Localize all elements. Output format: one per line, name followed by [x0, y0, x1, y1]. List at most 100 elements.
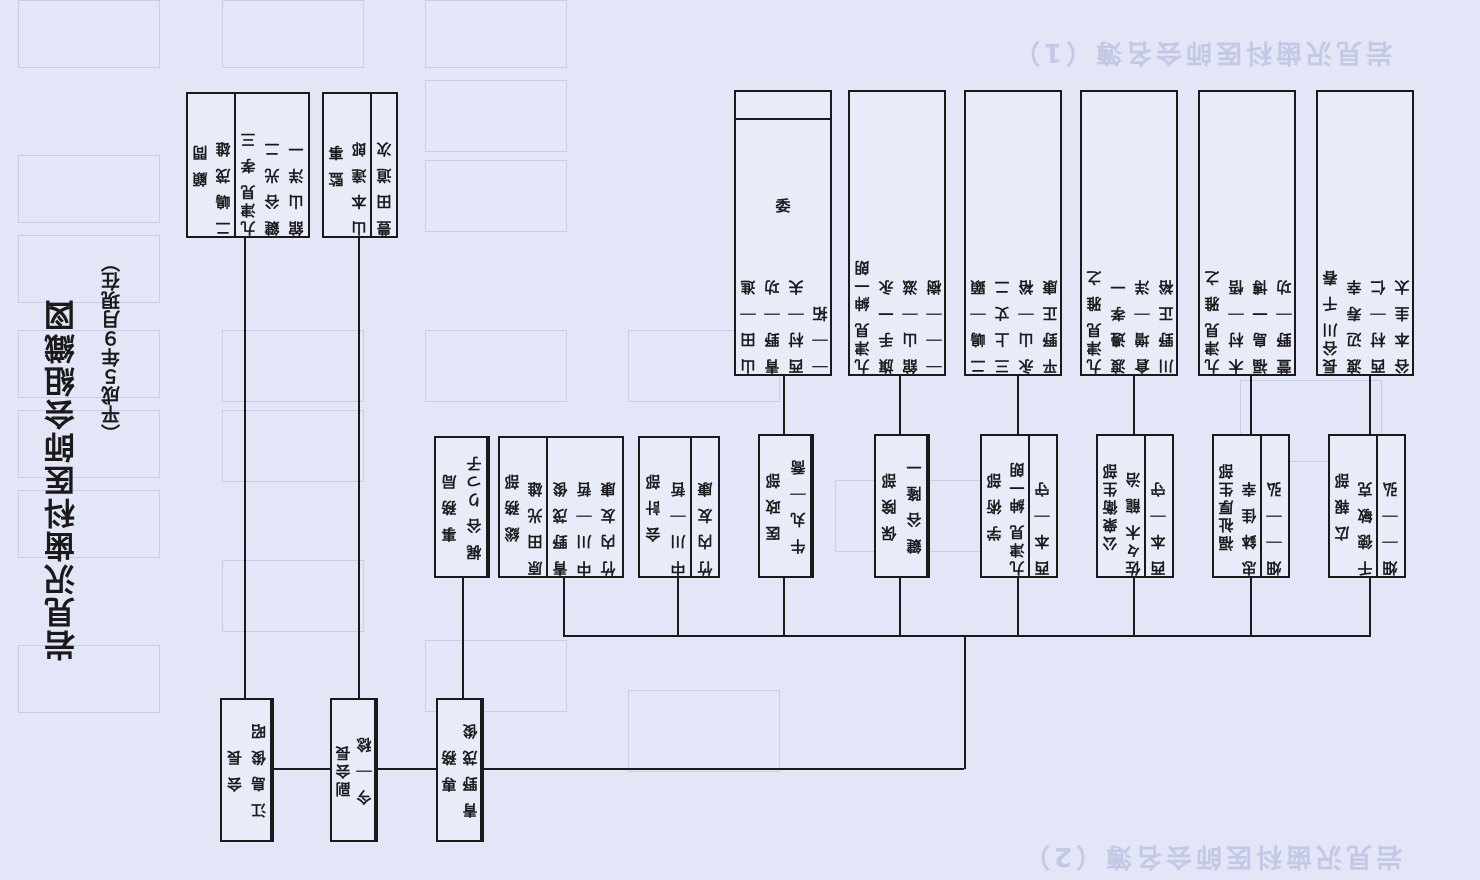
committee-member: 谷 本 圭 太 — [1393, 277, 1412, 374]
department-label: 保 険 部 — [880, 470, 899, 542]
public-relations-committee-box: 長谷川 千 春 渡 辺 寿 幸 西 村 ｜ 仁 谷 本 圭 太 — [1316, 90, 1414, 376]
medical-policy-committee-box: 委 山 田 ｜ 進 青 野 ｜ 功 西 村 ｜ 夫 ｜ ｜ 拓 — [734, 90, 832, 376]
committee-member: 西 村 ｜ 仁 — [1369, 277, 1388, 374]
bleed-through-header: 岩見沢歯科医師会名簿（1） — [1010, 37, 1393, 67]
ghost-box — [222, 0, 364, 68]
ghost-box — [222, 410, 364, 482]
connector-line — [484, 768, 964, 770]
secretariat-name: 梶 谷 りつ子 — [462, 438, 488, 576]
ghost-box — [18, 410, 160, 478]
connector-line — [563, 578, 565, 636]
connector-line — [783, 578, 785, 636]
connector-line — [462, 578, 464, 698]
auditors-label: 監 事 — [327, 142, 346, 188]
vice-president-name: 今 ｜ 稔 — [354, 700, 376, 840]
general-affairs-member: 中 川 ｜ 哲 — [575, 479, 594, 576]
general-affairs-box: 総 務 部 原 田 光 雄 青 野 茂 俊 中 川 ｜ 哲 竹 内 友 康 — [498, 436, 624, 578]
committee-member: 渡 邊 孝 一 — [1109, 277, 1128, 374]
department-head: 九津見 紳一朗 — [1006, 436, 1030, 576]
connector-line — [1133, 578, 1135, 636]
ghost-box — [1240, 380, 1382, 462]
connector-line — [1369, 578, 1371, 636]
ghost-box — [425, 0, 567, 68]
general-affairs-member: 原 田 光 雄 — [524, 438, 548, 576]
department-head: 西 本 ｜ 守 — [1033, 479, 1052, 576]
department-head: 畑 ｜ ｜ 弘 — [1381, 479, 1400, 576]
department-head: 畑 ｜ ｜ 弘 — [1265, 479, 1284, 576]
ghost-box — [222, 330, 364, 402]
committee-member: ｜ ｜ ｜ 樹 — [925, 277, 944, 374]
committee-members: 九津見 雅 之 木 村 ｜ 悟 福 島 一 博 萱 野 ｜ 功 — [1200, 92, 1294, 374]
committee-member: ｜ ｜ 拓 — [811, 303, 830, 374]
advisor-name: 舘 山 洋 一 — [287, 139, 306, 236]
connector-line — [1250, 578, 1252, 636]
connector-line — [899, 376, 901, 434]
public-health-dept-box: 公衆衛生部 佐々木 龍 治 西 本 ｜ 守 — [1096, 434, 1174, 578]
committee-members: 長谷川 千 春 渡 辺 寿 幸 西 村 ｜ 仁 谷 本 圭 太 — [1318, 92, 1412, 374]
committee-member: 山 田 ｜ 進 — [739, 277, 758, 374]
auditor-name: 豊 田 道 次 — [375, 139, 394, 236]
committee-members: 九津見 紳一朗 旗 手 一 永 舘 山 ｜ 滋 ｜ ｜ ｜ 樹 — [850, 92, 944, 374]
advisor-name: 二 嶋 茂 雄 — [212, 94, 236, 236]
general-affairs-member: 青 野 茂 俊 — [551, 479, 570, 576]
ghost-box — [222, 560, 364, 632]
senior-director-role: 専 務 — [440, 747, 459, 793]
connector-line — [378, 768, 436, 770]
committee-label-left: 委 — [775, 196, 791, 215]
accounting-member: 中 川 ｜ 哲 — [666, 438, 692, 576]
committee-member: 長谷川 千 春 — [1321, 267, 1340, 374]
ghost-box — [425, 330, 567, 402]
president-role: 会 長 — [226, 747, 244, 793]
connector-line — [1133, 376, 1135, 434]
vice-president-box: 副会長 今 ｜ 稔 — [330, 698, 378, 842]
connector-line — [1017, 376, 1019, 434]
advisors-box: 顧 問 二 嶋 茂 雄 九津見 孝 三 鍵 谷 光 二 舘 山 洋 一 — [186, 92, 310, 238]
connector-line — [899, 578, 901, 636]
accounting-label: 会 計 部 — [644, 471, 663, 543]
ghost-box — [628, 690, 780, 772]
public-relations-dept-box: 広 報 部 千 徳 敏 克 畑 ｜ ｜ 弘 — [1328, 434, 1406, 578]
connector-line — [358, 238, 360, 700]
advisor-name: 鍵 谷 光 二 — [263, 139, 282, 236]
committee-member: 九津見 雅 之 — [1085, 267, 1104, 374]
connector-line — [274, 768, 330, 770]
academic-dept-box: 学 術 部 九津見 紳一朗 西 本 ｜ 守 — [980, 434, 1058, 578]
department-label: 広 報 部 — [1333, 470, 1352, 542]
department-label: 公衆衛生部 — [1101, 461, 1120, 551]
committee-member: 渡 辺 寿 幸 — [1345, 277, 1364, 374]
ghost-box — [18, 490, 160, 558]
insurance-dept-box: 保 険 部 鍵 谷 隆 一 — [874, 434, 930, 578]
department-head: 牛 丸 ｜ 喬 — [786, 436, 812, 576]
public-health-committee-box: 九津見 雅 之 渡 邊 孝 一 倉 増 ｜ 洋 川 野 正 裕 — [1080, 90, 1178, 376]
ghost-box — [18, 645, 160, 713]
committee-member: 木 村 ｜ 悟 — [1227, 277, 1246, 374]
connector-line — [1017, 578, 1019, 636]
committee-member: 萱 野 ｜ 功 — [1275, 277, 1294, 374]
department-head: 西 本 ｜ 守 — [1149, 479, 1168, 576]
committee-member: 倉 増 ｜ 洋 — [1133, 277, 1152, 374]
committee-member: 舘 山 ｜ 滋 — [901, 277, 920, 374]
connector-line — [563, 635, 1371, 637]
bleed-through-footer: 岩見沢歯科医師会名簿（2） — [1020, 841, 1403, 871]
senior-director-name: 青 野 茂 俊 — [460, 700, 482, 840]
committee-member: 西 村 ｜ 夫 — [787, 277, 806, 374]
committee-member: 旗 手 一 永 — [877, 277, 896, 374]
committee-member: 川 野 正 裕 — [1157, 277, 1176, 374]
committee-member: 九津見 雅 之 — [1203, 267, 1222, 374]
auditors-box: 監 事 山 本 達 郎 豊 田 道 次 — [322, 92, 398, 238]
page-subtitle: （平成５年９月現在） — [101, 253, 123, 443]
department-label: 医 政 部 — [764, 470, 783, 542]
ghost-box — [425, 80, 567, 152]
committee-member: 福 島 一 博 — [1251, 277, 1270, 374]
general-affairs-member: 竹 内 友 康 — [599, 479, 618, 576]
ghost-box — [18, 235, 160, 303]
connector-line — [964, 635, 966, 769]
connector-line — [677, 578, 679, 636]
advisors-label: 顧 問 — [191, 142, 210, 188]
committee-member: 二 嶋 ｜ 顕 — [969, 277, 988, 374]
department-head: 忠 鉢 佳 幸 — [1238, 436, 1262, 576]
ghost-box — [425, 160, 567, 232]
department-head: 佐々木 龍 治 — [1122, 436, 1146, 576]
committee-member: 三 上 丈 二 — [993, 277, 1012, 374]
secretariat-box: 事 務 局 梶 谷 りつ子 — [434, 436, 490, 578]
